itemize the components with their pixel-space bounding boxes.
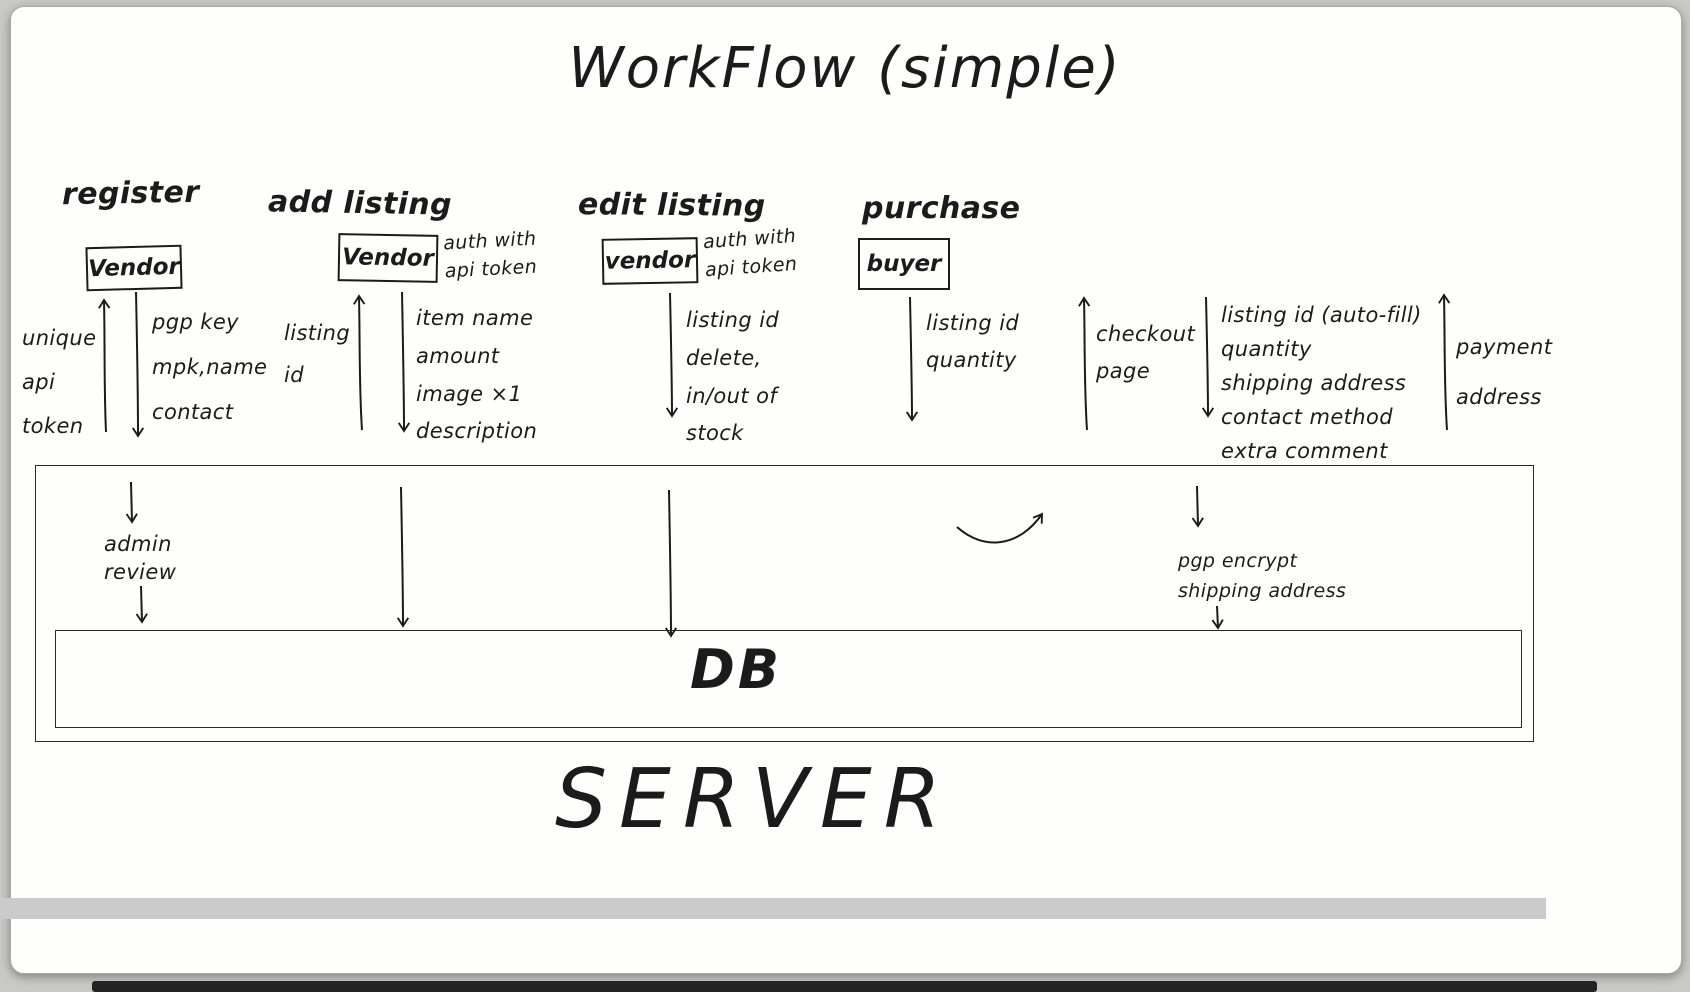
add-listing-heading: add listing xyxy=(267,184,453,223)
db-label: DB xyxy=(690,638,782,701)
register-up-label: unique api token xyxy=(22,326,97,439)
admin-review-label: admin review xyxy=(104,532,177,585)
register-vendor-box: Vendor xyxy=(85,244,183,292)
add-listing-vendor-box: Vendor xyxy=(337,233,439,283)
autofill-label: listing id (auto-fill) quantity shipping… xyxy=(1221,303,1422,464)
edit-listing-heading: edit listing xyxy=(577,187,766,224)
purchase-down-label: listing id quantity xyxy=(926,311,1020,372)
db-rect xyxy=(55,630,1522,728)
diagram-title: WorkFlow (simple) xyxy=(568,36,1122,101)
register-heading: register xyxy=(61,174,200,213)
register-down-label: pgp key mpk,name contact xyxy=(152,310,268,425)
whiteboard-page xyxy=(10,6,1682,974)
bottom-window-edge xyxy=(92,981,1597,992)
bottom-gray-bar xyxy=(0,898,1546,919)
add-listing-up-label: listing id xyxy=(284,321,351,387)
edit-listing-vendor-box: vendor xyxy=(601,237,699,285)
add-listing-auth-note: auth with api token xyxy=(442,227,538,282)
add-listing-down-label: item name amount image ×1 description xyxy=(416,306,538,444)
purchase-buyer-box: buyer xyxy=(858,238,950,290)
payment-label: payment address xyxy=(1456,335,1553,410)
server-label: SERVER xyxy=(555,752,953,847)
purchase-heading: purchase xyxy=(862,191,1021,226)
pgp-encrypt-label: pgp encrypt shipping address xyxy=(1178,550,1347,603)
edit-listing-down-label: listing id delete, in/out of stock xyxy=(686,308,780,446)
checkout-label: checkout page xyxy=(1096,322,1196,383)
server-boundary-rect xyxy=(35,465,1534,742)
edit-listing-auth-note: auth with api token xyxy=(702,224,798,281)
